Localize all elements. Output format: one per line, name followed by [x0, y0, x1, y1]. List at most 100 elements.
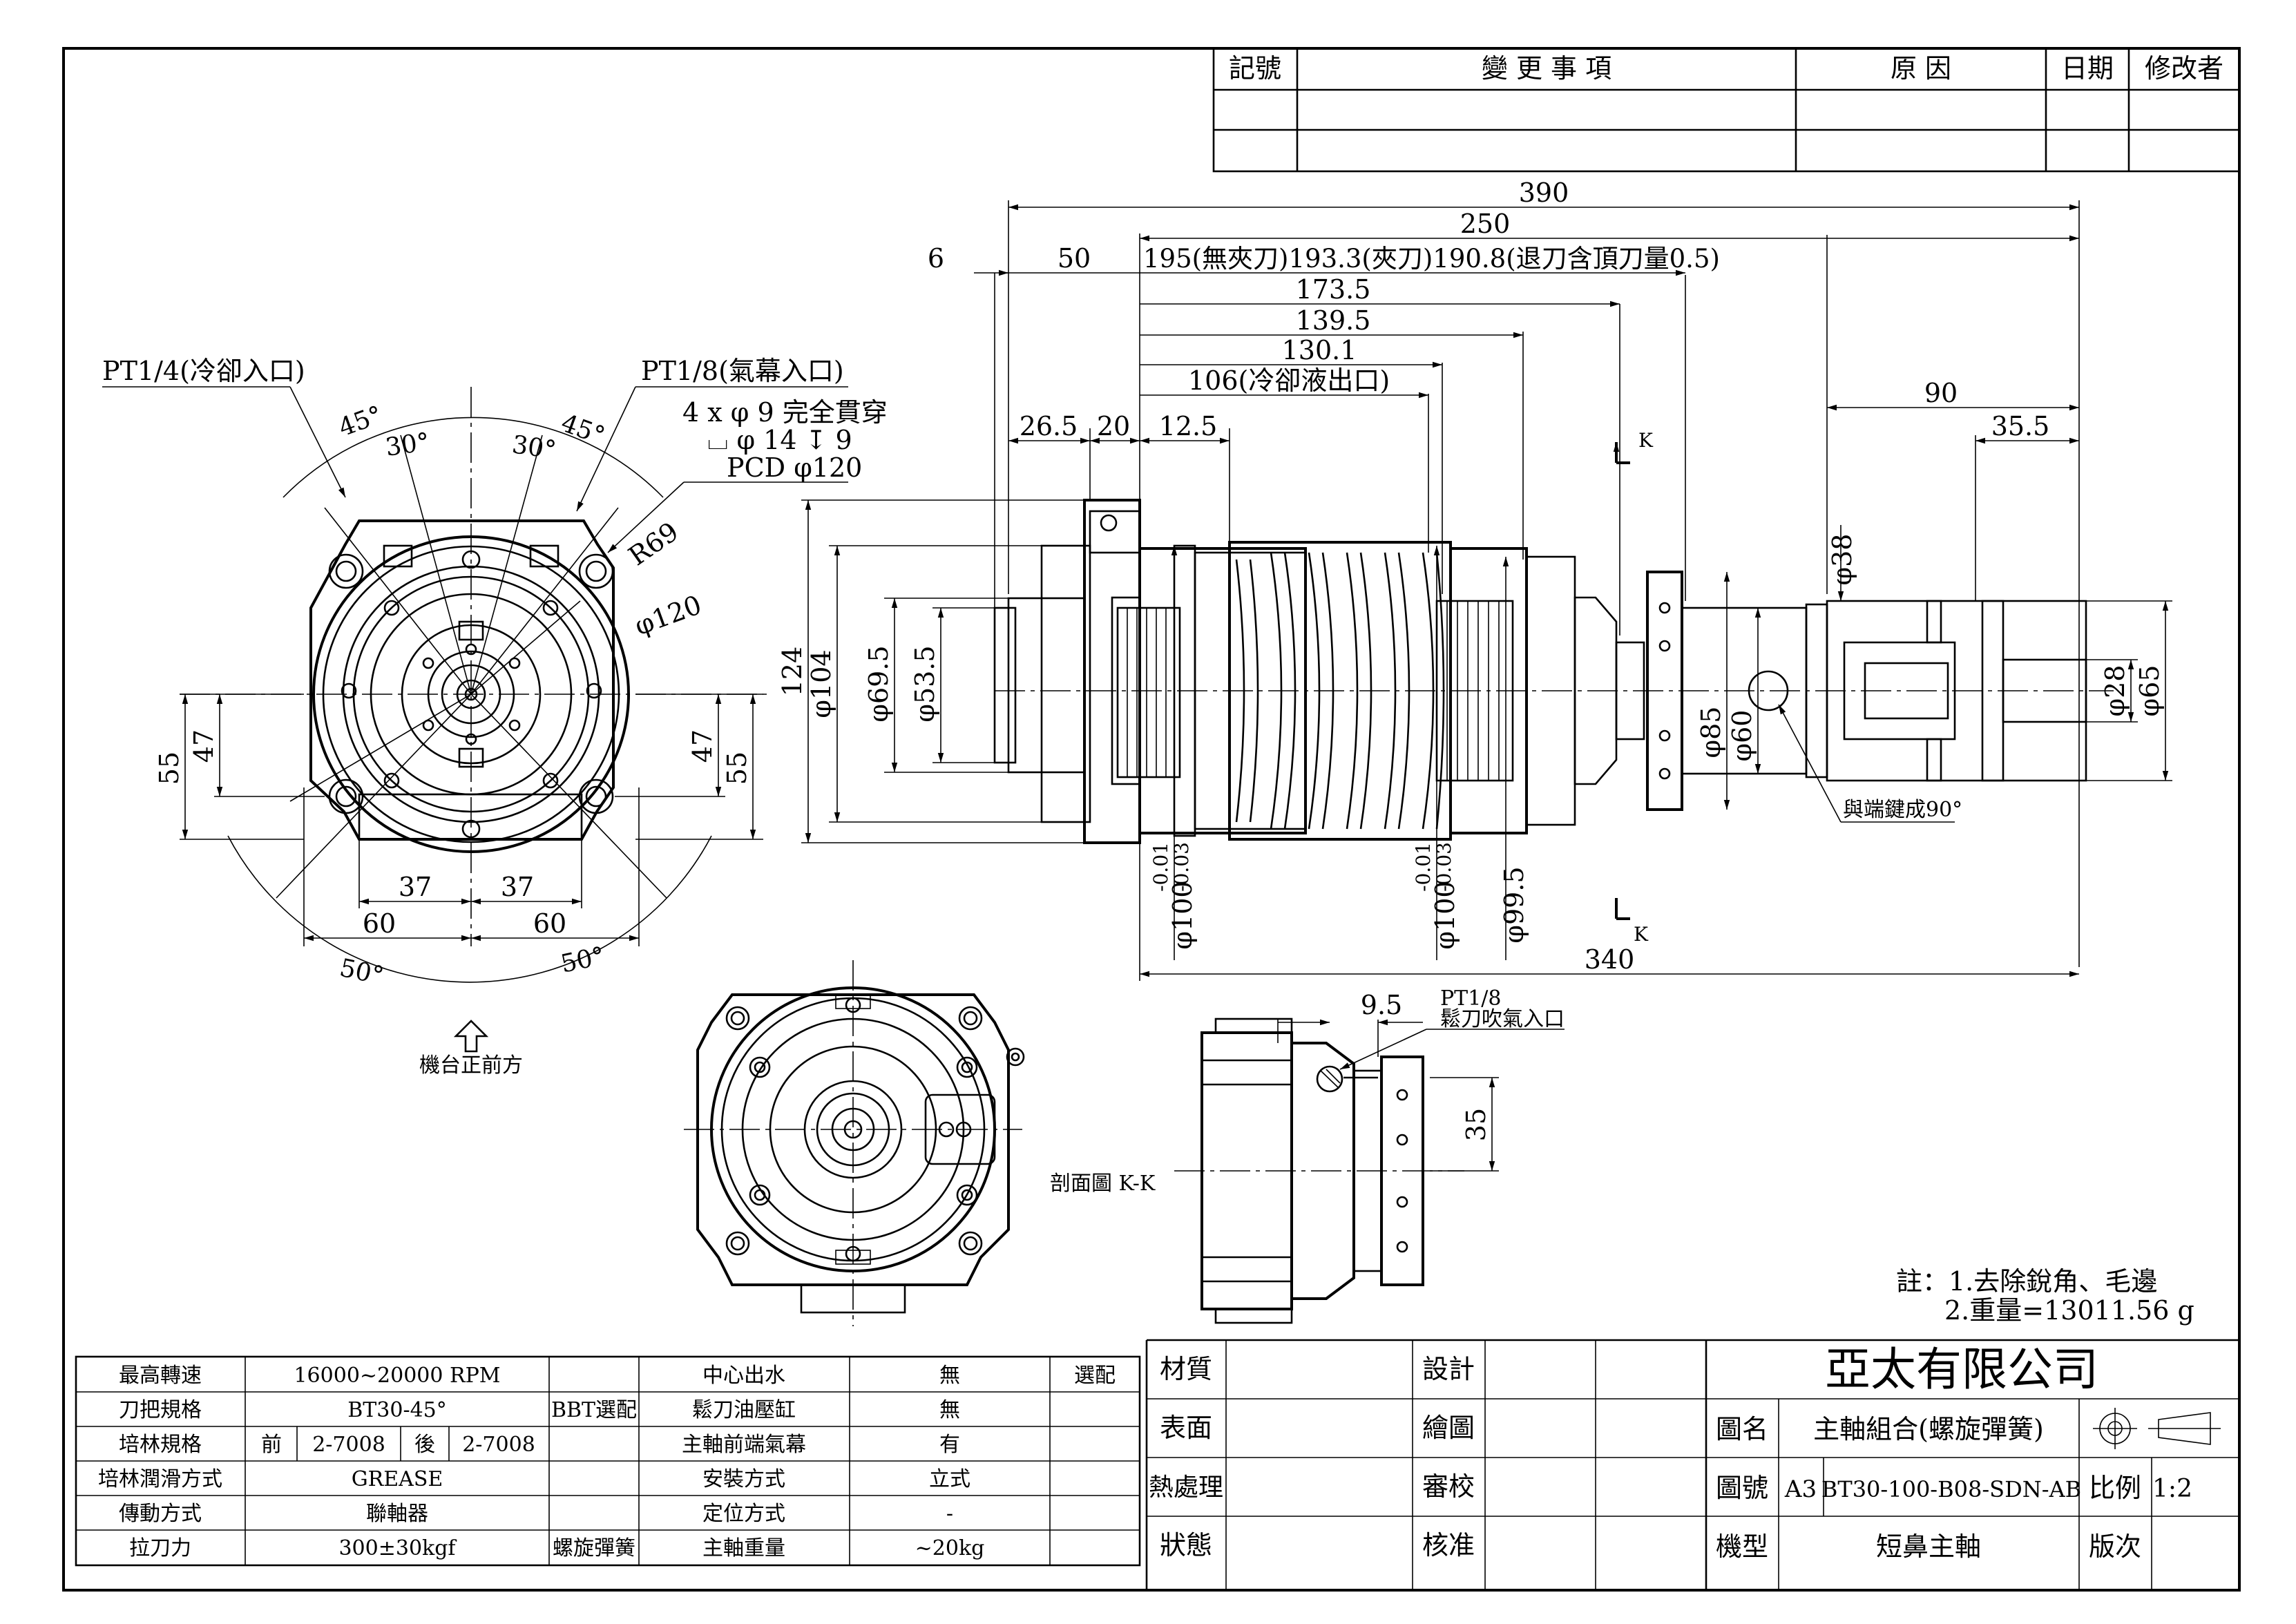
rev-header-change: 變 更 事 項 — [1482, 53, 1611, 84]
bolt-hole — [578, 778, 614, 814]
label-d47r: 47 — [687, 729, 718, 763]
spec-value: BT30-45° — [347, 1398, 447, 1422]
tb-material-label: 材質 — [1160, 1354, 1212, 1384]
label-key-note: 與端鍵成90° — [1843, 798, 1962, 822]
tb-surface-label: 表面 — [1160, 1413, 1212, 1443]
tb-model-label: 機型 — [1716, 1531, 1768, 1562]
spec-value: 立式 — [929, 1467, 970, 1491]
spec-value: 無 — [939, 1398, 960, 1422]
label-d250: 250 — [1460, 209, 1511, 239]
spec-value: GREASE — [352, 1467, 443, 1491]
spec-extra: 選配 — [1074, 1364, 1116, 1388]
label-phi100a: φ100 — [1167, 881, 1198, 949]
label-phi104: φ104 — [806, 649, 836, 718]
label-d55l: 55 — [154, 752, 184, 785]
spec-value: 16000~20000 RPM — [294, 1364, 500, 1388]
label-a50r: 50° — [558, 942, 607, 978]
key-circle — [1748, 670, 1789, 711]
label-d106: 106(冷卻液出口) — [1188, 365, 1390, 396]
spec-value: ~20kg — [915, 1536, 985, 1560]
label-phi85: φ85 — [1696, 707, 1726, 758]
spec-bearing-rear: 2-7008 — [462, 1433, 535, 1457]
spiral-spring-housing — [1228, 541, 1452, 841]
label-d390: 390 — [1519, 178, 1569, 208]
label-tol-a-up: -0.01 — [1149, 842, 1172, 892]
tb-model-value: 短鼻主軸 — [1876, 1531, 1981, 1562]
label-d47l: 47 — [189, 729, 219, 763]
front-direction-arrow — [453, 1020, 489, 1053]
label-d55r: 55 — [722, 752, 752, 785]
tb-check-label: 審校 — [1422, 1471, 1475, 1502]
spec-value: 聯軸器 — [366, 1502, 428, 1526]
side-view — [993, 499, 2114, 844]
note-line-2: 2.重量=13011.56 g — [1944, 1295, 2194, 1326]
label-d124: 124 — [777, 647, 807, 697]
tb-company: 亞太有限公司 — [1825, 1343, 2098, 1396]
label-tol-b-lo: -0.03 — [1433, 842, 1455, 892]
detail-view-labels: 9.5 PT1/8 鬆刀吹氣入口 35 — [1361, 986, 1565, 1141]
label-tol-b-up: -0.01 — [1412, 842, 1435, 892]
note-line-1: 註：1.去除銳角、毛邊 — [1896, 1266, 2157, 1297]
side-view-dimension-lines — [801, 200, 2172, 981]
rev-header-editor: 修改者 — [2145, 53, 2223, 84]
front-view-labels: PT1/4(冷卻入口) PT1/8(氣幕入口) 4 x φ 9 完全貫穿 ⌴ φ… — [102, 356, 888, 1078]
label-front: 機台正前方 — [419, 1053, 523, 1078]
label-pt18: PT1/8(氣幕入口) — [641, 356, 844, 386]
bolt-hole — [328, 553, 364, 589]
label-pt18b-2: 鬆刀吹氣入口 — [1440, 1007, 1565, 1031]
label-d60r: 60 — [533, 908, 566, 939]
label-tol-a-lo: -0.03 — [1170, 842, 1193, 892]
projection-symbol-icon — [2093, 1408, 2221, 1449]
spec-label: 最高轉速 — [119, 1364, 202, 1388]
label-d130-1: 130.1 — [1282, 335, 1357, 365]
spec-option: BBT選配 — [551, 1398, 637, 1422]
tb-heat-label: 熱處理 — [1149, 1473, 1223, 1502]
label-phi69-5: φ69.5 — [863, 645, 894, 722]
label-d340: 340 — [1585, 944, 1635, 975]
label-d26-5: 26.5 — [1020, 411, 1078, 441]
spec-label: 安裝方式 — [702, 1467, 785, 1491]
label-holes-2: ⌴ φ 14 ↧ 9 — [707, 425, 852, 455]
label-d12-5: 12.5 — [1159, 411, 1218, 441]
drawing-border — [62, 47, 2241, 1592]
label-a30l: 30° — [384, 428, 432, 461]
spec-value: 無 — [939, 1364, 960, 1388]
spec-value: 有 — [939, 1433, 960, 1457]
label-phi28: φ28 — [2100, 665, 2130, 717]
spec-table-text: 最高轉速 16000~20000 RPM 中心出水 無 選配 刀把規格 BT30… — [98, 1364, 1116, 1560]
label-phi100b: φ100 — [1430, 881, 1460, 949]
spec-value: 300±30kgf — [338, 1536, 457, 1560]
bolt-hole — [328, 778, 364, 814]
label-d50: 50 — [1058, 243, 1091, 274]
label-phi53-5: φ53.5 — [910, 645, 940, 722]
label-pt18b-1: PT1/8 — [1440, 986, 1501, 1011]
spec-label: 刀把規格 — [119, 1398, 202, 1422]
label-d195: 195(無夾刀)193.3(夾刀)190.8(退刀含頂刀量0.5) — [1143, 244, 1720, 274]
label-d6: 6 — [928, 243, 944, 274]
label-d35: 35 — [1461, 1108, 1491, 1141]
label-phi65: φ65 — [2134, 665, 2165, 717]
spec-label: 定位方式 — [702, 1502, 785, 1526]
bolt-hole — [578, 553, 614, 589]
tb-number-value: BT30-100-B08-SDN-AB — [1821, 1476, 2081, 1502]
label-a30r: 30° — [510, 430, 558, 464]
rev-header-mark: 記號 — [1229, 53, 1281, 84]
tb-name-value: 主軸組合(螺旋彈簧) — [1813, 1414, 2044, 1444]
label-d37r: 37 — [501, 872, 534, 902]
spec-label: 主軸重量 — [702, 1536, 785, 1560]
label-phi60: φ60 — [1727, 710, 1757, 762]
tb-design-label: 設計 — [1422, 1354, 1475, 1384]
label-d60l: 60 — [363, 908, 396, 939]
spec-value: - — [946, 1502, 953, 1526]
title-block — [1145, 1339, 2239, 1590]
tb-state-label: 狀態 — [1160, 1530, 1212, 1560]
label-phi99-5: φ99.5 — [1499, 866, 1529, 943]
spec-label: 主軸前端氣幕 — [682, 1433, 806, 1457]
spec-label: 培林潤滑方式 — [98, 1467, 222, 1491]
label-section-k-bot: K — [1634, 923, 1649, 946]
label-pt14: PT1/4(冷卻入口) — [102, 356, 305, 386]
label-d173-5: 173.5 — [1296, 274, 1371, 305]
spec-label: 培林規格 — [119, 1433, 202, 1457]
tb-size: A3 — [1784, 1475, 1817, 1503]
